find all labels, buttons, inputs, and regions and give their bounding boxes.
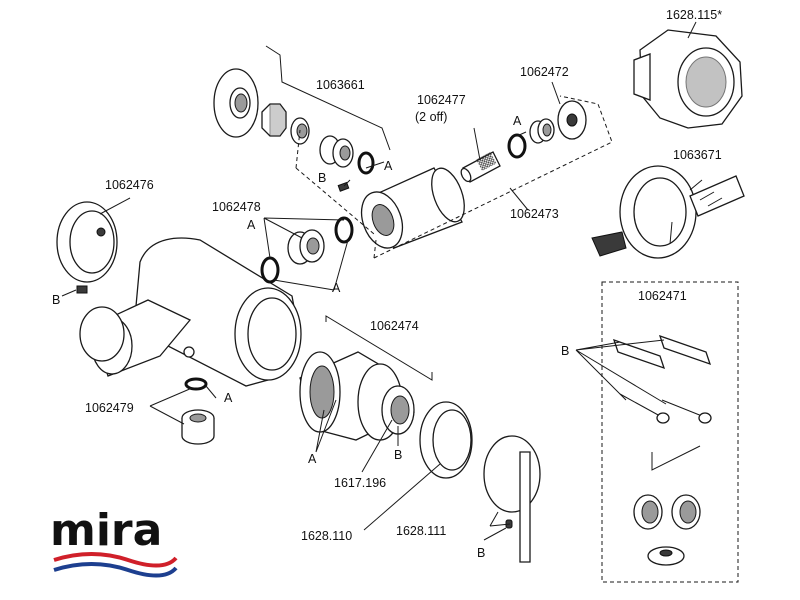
valve-body bbox=[79, 237, 302, 387]
label-1062478: 1062478 bbox=[212, 200, 261, 214]
inlet-union bbox=[287, 229, 325, 265]
callout-b: B bbox=[52, 293, 60, 307]
thermostatic-cartridge bbox=[299, 351, 415, 441]
label-1062477-qty: (2 off) bbox=[415, 110, 447, 124]
spanner-tool-1063671 bbox=[591, 165, 745, 259]
group-outline bbox=[295, 95, 613, 259]
seal-sleeves bbox=[633, 494, 701, 530]
label-1063671: 1063671 bbox=[673, 148, 722, 162]
control-disc bbox=[56, 201, 118, 283]
label-1617196: 1617.196 bbox=[334, 476, 386, 490]
o-ring bbox=[357, 151, 375, 175]
inlet-fitting bbox=[319, 135, 354, 168]
logo-wordmark: mira bbox=[50, 505, 162, 556]
o-ring bbox=[334, 216, 354, 244]
logo-red-wave bbox=[53, 552, 178, 568]
label-1062474: 1062474 bbox=[370, 319, 419, 333]
mira-logo: mira bbox=[50, 505, 178, 578]
hex-nut bbox=[261, 103, 287, 137]
label-1062476: 1062476 bbox=[105, 178, 154, 192]
callout-a: A bbox=[513, 114, 522, 128]
o-ring bbox=[507, 133, 527, 159]
callout-a: A bbox=[332, 281, 341, 295]
label-1062472: 1062472 bbox=[520, 65, 569, 79]
check-valve bbox=[529, 118, 555, 144]
grub-screw bbox=[337, 181, 350, 192]
label-1062479: 1062479 bbox=[85, 401, 134, 415]
callout-a: A bbox=[247, 218, 256, 232]
callout-b: B bbox=[561, 344, 569, 358]
lever-handle bbox=[483, 435, 541, 563]
outlet-fitting bbox=[181, 409, 215, 445]
o-ring bbox=[184, 377, 208, 391]
part-labels: 1063661 1062472 1062477 (2 off) 1062473 … bbox=[85, 8, 722, 543]
wall-flange bbox=[213, 68, 259, 138]
label-1063661: 1063661 bbox=[316, 78, 365, 92]
leader-lines bbox=[61, 21, 697, 541]
callout-b: B bbox=[394, 448, 402, 462]
label-1628111: 1628.111 bbox=[396, 524, 446, 538]
label-1062471: 1062471 bbox=[638, 289, 687, 303]
spanner-tool-1628115 bbox=[633, 29, 743, 129]
screws bbox=[619, 393, 712, 424]
grub-screw bbox=[76, 285, 88, 294]
fixing-kit-box bbox=[601, 281, 739, 583]
label-1062473: 1062473 bbox=[510, 207, 559, 221]
callout-a: A bbox=[224, 391, 233, 405]
callout-a: A bbox=[384, 159, 393, 173]
label-1628110: 1628.110 bbox=[301, 529, 352, 543]
outlet-sleeve bbox=[360, 167, 465, 249]
allen-key bbox=[651, 445, 701, 471]
callout-b: B bbox=[477, 546, 485, 560]
callout-b: B bbox=[318, 171, 326, 185]
label-1628115: 1628.115* bbox=[666, 8, 722, 22]
label-1062477: 1062477 bbox=[417, 93, 466, 107]
locking-ring bbox=[419, 401, 473, 479]
o-ring bbox=[260, 256, 280, 284]
callout-letters: A B A A A B A A B B B bbox=[52, 114, 569, 560]
filter bbox=[460, 151, 501, 183]
cover-disc bbox=[557, 100, 587, 140]
plug-cap bbox=[647, 546, 685, 566]
wall-plugs bbox=[612, 334, 712, 370]
callout-a: A bbox=[308, 452, 317, 466]
logo-blue-wave bbox=[53, 562, 178, 578]
